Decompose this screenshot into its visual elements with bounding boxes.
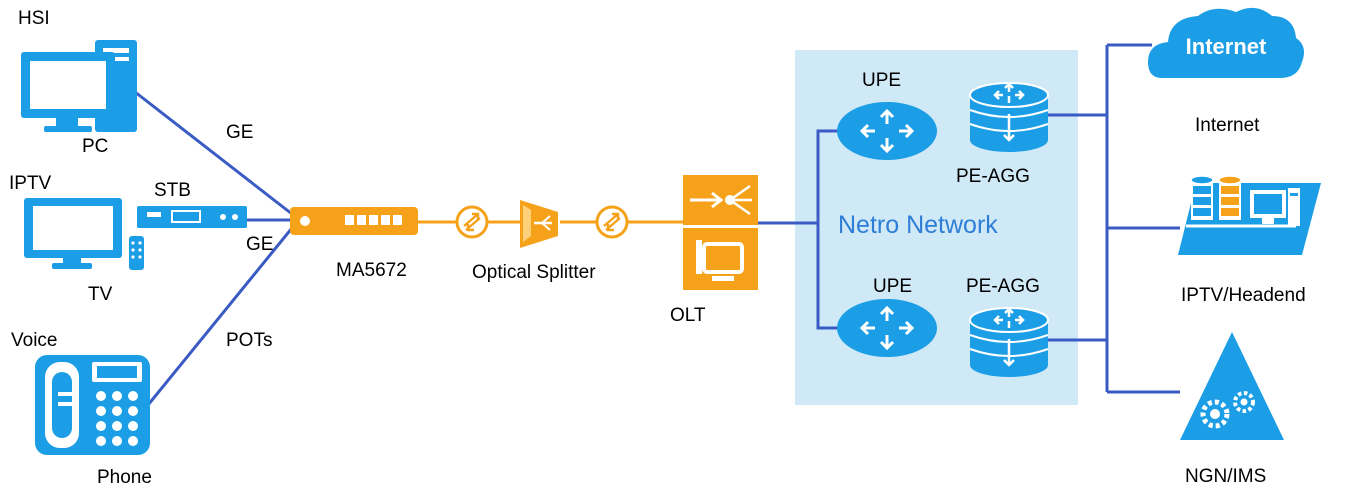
- label-upe-bottom: UPE: [873, 276, 912, 297]
- label-iptv: IPTV: [9, 173, 52, 194]
- pc-icon: [21, 40, 137, 132]
- label-hsi: HSI: [18, 8, 50, 29]
- label-peagg-bottom: PE-AGG: [966, 276, 1040, 297]
- pe-agg-router-icon: [969, 307, 1049, 377]
- phone-icon: [35, 355, 150, 455]
- links: [134, 43, 1180, 406]
- label-internet: Internet: [1195, 115, 1260, 136]
- iptv-headend-icon: [1178, 175, 1321, 255]
- label-ont: MA5672: [336, 260, 407, 281]
- label-iptv-headend: IPTV/Headend: [1181, 285, 1306, 306]
- label-olt: OLT: [670, 305, 706, 326]
- ngn-ims-icon: [1180, 332, 1284, 440]
- label-stb: STB: [154, 180, 191, 201]
- label-link-ge-pc: GE: [226, 122, 253, 143]
- fiber-connector-icon: [455, 205, 489, 239]
- label-splitter: Optical Splitter: [472, 262, 596, 283]
- label-link-pots: POTs: [226, 330, 272, 351]
- link-phone-ont: [146, 227, 294, 406]
- label-network: Netro Network: [838, 211, 998, 239]
- label-ngn-ims: NGN/IMS: [1185, 466, 1266, 487]
- upe-router-icon: [837, 102, 937, 160]
- link-pc-ont: [134, 90, 293, 216]
- label-pc: PC: [82, 136, 108, 157]
- label-tv: TV: [88, 284, 113, 305]
- link-network-upe: [816, 129, 838, 330]
- fiber-connector-icon: [595, 205, 629, 239]
- pe-agg-router-icon: [969, 82, 1049, 152]
- stb-icon: [137, 206, 247, 228]
- tv-icon: [24, 198, 144, 270]
- label-upe-top: UPE: [862, 70, 901, 91]
- label-link-ge-stb: GE: [246, 234, 273, 255]
- label-phone: Phone: [97, 467, 152, 488]
- splitter-icon: [520, 200, 558, 248]
- label-peagg-top: PE-AGG: [956, 166, 1030, 187]
- olt-icon: [683, 175, 758, 290]
- label-voice: Voice: [11, 330, 57, 351]
- internet-cloud-icon: [1148, 7, 1304, 78]
- ont-icon: [290, 207, 418, 235]
- label-internet-cloud: Internet: [1186, 34, 1267, 59]
- upe-router-icon: [837, 299, 937, 357]
